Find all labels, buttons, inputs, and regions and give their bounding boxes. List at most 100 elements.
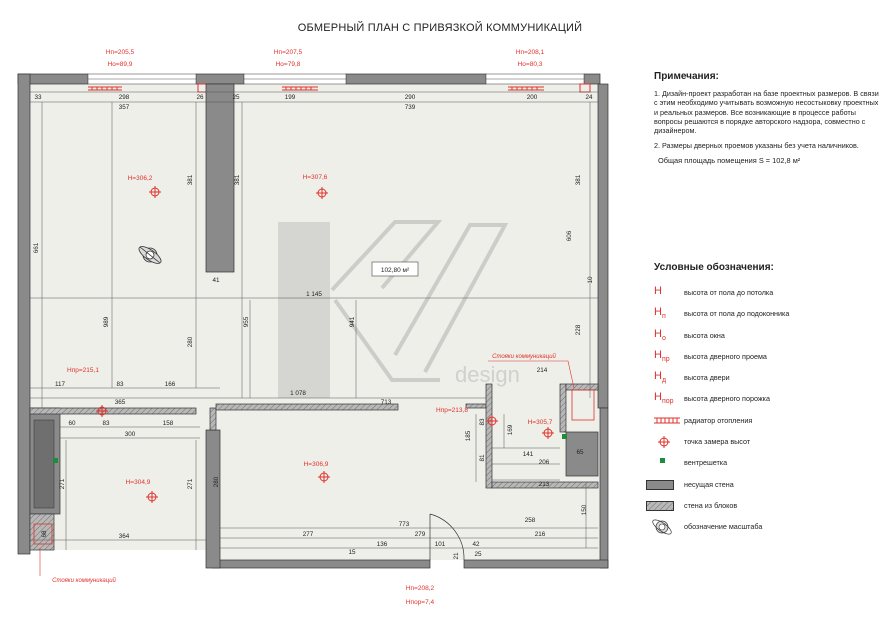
watermark-logo	[278, 220, 509, 398]
dim-298: 298	[119, 94, 130, 101]
window1-hp: Hп=205,5	[106, 49, 135, 56]
legend-text: стена из блоков	[684, 500, 738, 510]
legend-item-hp: Hп высота от пола до подоконника	[654, 306, 879, 327]
legend-symbol-ho: Hо	[654, 327, 666, 342]
dim-21: 21	[453, 552, 460, 560]
dim-25: 25	[232, 94, 240, 101]
dimension-lines	[30, 91, 598, 550]
dim-101: 101	[435, 541, 446, 548]
door-height-right: Hпр=213,8	[436, 407, 468, 414]
legend-item-scale: обозначение масштаба	[652, 519, 879, 540]
total-area: Общая площадь помещения S = 102,8 м²	[658, 156, 801, 166]
dim-713: 713	[381, 399, 392, 406]
floor-plan: design	[17, 49, 609, 606]
notes-heading: Примечания:	[654, 71, 719, 82]
legend-symbol-hpor: Hпор	[654, 391, 674, 406]
measure-points	[96, 186, 554, 503]
measure-point-3	[146, 491, 158, 503]
dim-15: 15	[348, 549, 356, 556]
legend-text: высота дверного проема	[684, 351, 767, 361]
dim-381c: 381	[575, 174, 582, 185]
measure-point-4	[318, 471, 330, 483]
scale-figure	[138, 246, 162, 264]
dim-773: 773	[399, 521, 410, 528]
block-wall-icon	[646, 498, 698, 514]
dim-141: 141	[523, 451, 534, 458]
dim-150: 150	[581, 504, 588, 515]
window1-ho: Hо=89,9	[108, 61, 133, 68]
riser-box-right	[571, 389, 595, 421]
riser-label-right: Стояки коммуникаций	[492, 353, 556, 360]
legend-panel: Условные обозначения: H высота от пола д…	[646, 262, 879, 541]
entrance-door-hpor: Hпор=7,4	[406, 599, 435, 606]
height-label-2: H=307,6	[303, 174, 328, 181]
dim-661: 661	[33, 242, 40, 253]
notes-panel: Примечания: 1. Дизайн-проект разработан …	[654, 71, 879, 166]
dim-213: 213	[539, 481, 550, 488]
legend-text: обозначение масштаба	[684, 522, 763, 532]
dim-81: 81	[479, 454, 486, 462]
legend-symbol-hpr: Hпр	[654, 348, 670, 363]
area-box-text: 102,80 м²	[381, 267, 410, 274]
dim-206: 206	[539, 459, 550, 466]
dim-989: 989	[103, 316, 110, 327]
measure-point-6	[96, 405, 108, 417]
dim-258: 258	[525, 517, 536, 524]
dim-271b: 271	[187, 478, 194, 489]
dim-158: 158	[163, 420, 174, 427]
window2-ho: Hо=79,8	[276, 61, 301, 68]
legend-symbol-h: H	[654, 285, 662, 297]
window2-hp: Hп=207,5	[274, 49, 303, 56]
height-label-4: H=306,9	[304, 461, 329, 468]
dim-65: 65	[576, 449, 584, 456]
legend-text: высота дверного порожка	[684, 394, 770, 404]
vent-left	[53, 458, 58, 463]
dim-166: 166	[165, 381, 176, 388]
dim-941: 941	[349, 316, 356, 327]
plan-title: ОБМЕРНЫЙ ПЛАН С ПРИВЯЗКОЙ КОММУНИКАЦИЙ	[297, 22, 583, 34]
dim-83a: 83	[116, 381, 124, 388]
watermark-text: design	[455, 362, 520, 387]
legend-text: высота двери	[684, 373, 730, 383]
dim-200: 200	[527, 94, 538, 101]
vent-icon	[654, 455, 698, 471]
door-height-left: Hпр=215,1	[67, 367, 99, 374]
dim-117: 117	[55, 381, 66, 388]
note-1: 1. Дизайн-проект разработан на базе прое…	[654, 89, 879, 136]
legend-symbol-hd: Hд	[654, 370, 667, 385]
dim-199: 199	[285, 94, 296, 101]
height-label-3: H=304,9	[126, 479, 151, 486]
measure-point-icon	[654, 434, 698, 450]
vent-right	[562, 434, 567, 439]
legend-item-vent: вентрешетка	[654, 455, 879, 476]
legend-symbol-hp: Hп	[654, 306, 666, 321]
measure-point-7	[486, 415, 498, 427]
dim-42: 42	[472, 541, 480, 548]
dim-33: 33	[34, 94, 42, 101]
note-2: 2. Размеры дверных проемов указаны без у…	[654, 141, 859, 151]
dim-739: 739	[405, 104, 416, 111]
dim-1145: 1 145	[306, 291, 322, 298]
legend-text: высота окна	[684, 330, 725, 340]
legend-item-ho: Hо высота окна	[654, 328, 879, 349]
dim-228: 228	[575, 324, 582, 335]
dim-10: 10	[587, 276, 594, 284]
legend-item-bearing-wall: несущая стена	[646, 477, 879, 498]
dim-26: 26	[196, 94, 204, 101]
dim-83b: 83	[102, 420, 110, 427]
legend-text: вентрешетка	[684, 458, 728, 468]
height-label-5: H=305,7	[528, 419, 553, 426]
dim-216: 216	[535, 531, 546, 538]
dim-277: 277	[303, 531, 314, 538]
height-label-1: H=306,2	[128, 175, 153, 182]
entrance-door	[429, 513, 465, 561]
dim-279: 279	[415, 531, 426, 538]
scale-icon	[652, 519, 698, 535]
legend-text: высота от пола до потолка	[684, 288, 774, 297]
dim-280b: 280	[213, 476, 220, 487]
window3-ho: Hо=80,3	[518, 61, 543, 68]
legend-item-hd: Hд высота двери	[654, 370, 879, 391]
window3-hp: Hп=208,1	[516, 49, 545, 56]
dim-1078: 1 078	[290, 390, 306, 397]
riser-label-left: Стояки коммуникаций	[52, 577, 116, 584]
